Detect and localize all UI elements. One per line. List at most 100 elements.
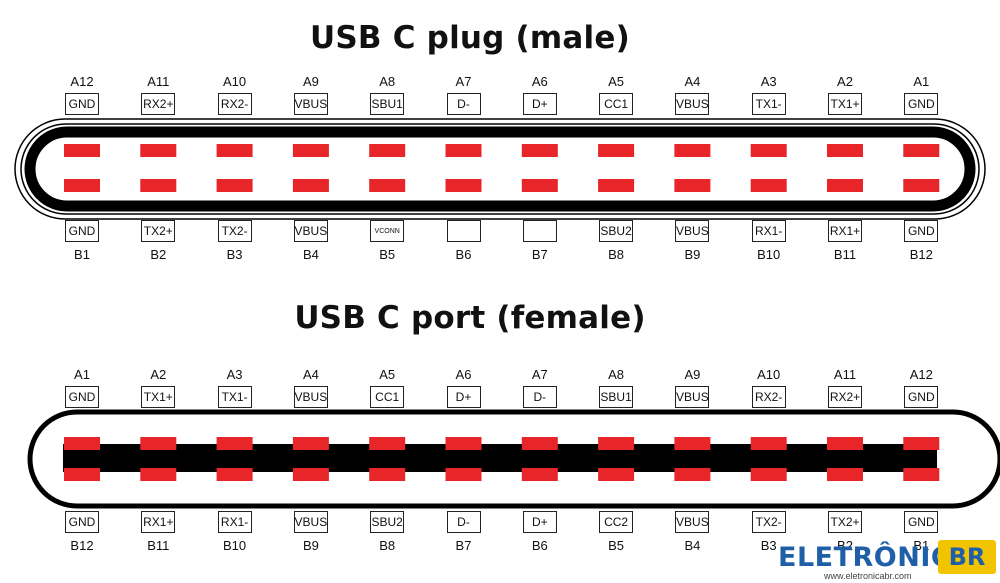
port-top-contact <box>292 437 329 450</box>
plug-bottom-pin-label: VBUS <box>293 220 328 242</box>
port-top-pin-label: TX1- <box>217 386 252 408</box>
port-bottom-pin-label: RX1+ <box>141 511 176 533</box>
plug-top-contact <box>369 144 406 157</box>
port-top-pin-label: D- <box>522 386 557 408</box>
plug-top-pin-label: D- <box>446 93 481 115</box>
port-bottom-pin-id: B8 <box>379 538 396 553</box>
plug-top-contact <box>445 144 482 157</box>
plug-top-pin-id: A2 <box>837 74 853 89</box>
port-bottom-contact <box>445 468 482 481</box>
port-bottom-pin-label: VBUS <box>293 511 328 533</box>
plug-top-pin-label: SBU1 <box>370 93 405 115</box>
port-top-contact <box>140 437 177 450</box>
port-title: USB C port (female) <box>294 300 646 336</box>
plug-top-pin-label: GND <box>65 93 99 115</box>
port-bottom-pin-id: B12 <box>70 538 94 553</box>
plug-top-pin-label: RX2+ <box>141 93 176 115</box>
plug-bottom-pin-id: B9 <box>684 247 701 262</box>
plug-top-contact <box>64 144 100 157</box>
plug-bottom-contact <box>674 179 711 192</box>
plug-top-contact <box>674 144 711 157</box>
plug-top-pin-id: A1 <box>913 74 930 89</box>
port-top-pin-id: A3 <box>226 367 243 382</box>
plug-top-contact <box>750 144 787 157</box>
plug-bottom-pin-label: GND <box>904 220 939 242</box>
port-bottom-contact <box>140 468 177 481</box>
port-bottom-pin-label: CC2 <box>599 511 634 533</box>
port-top-pin-id: A5 <box>379 367 396 382</box>
port-bottom-pin-id: B2 <box>837 538 853 553</box>
port-bottom-pin-id: B4 <box>684 538 701 553</box>
port-bottom-pin-label: GND <box>904 511 939 533</box>
logo-url: www.eletronicabr.com <box>824 571 912 581</box>
port-bottom-contact <box>521 468 558 481</box>
plug-bottom-pin-id: B11 <box>833 247 857 262</box>
port-top-pin-label: GND <box>904 386 939 408</box>
port-top-pin-id: A8 <box>608 367 625 382</box>
plug-bottom-contact <box>598 179 635 192</box>
port-bottom-contact <box>750 468 787 481</box>
plug-top-pin-label: CC1 <box>599 93 634 115</box>
port-bottom-contact <box>369 468 406 481</box>
plug-bottom-pin-label: VCONN <box>370 220 405 242</box>
plug-top-contact <box>292 144 329 157</box>
port-bottom-pin-label: D+ <box>522 511 557 533</box>
port-top-pin-id: A9 <box>684 367 701 382</box>
port-top-pin-id: A4 <box>302 367 319 382</box>
port-bottom-pin-label: D- <box>446 511 481 533</box>
port-bottom-pin-label: TX2+ <box>828 511 862 533</box>
port-top-pin-label: RX2+ <box>828 386 862 408</box>
port-bottom-contact <box>64 468 100 481</box>
plug-bottom-pin-label: SBU2 <box>599 220 634 242</box>
port-tongue <box>63 444 937 472</box>
port-top-pin-label: VBUS <box>675 386 710 408</box>
port-bottom-contact <box>903 468 940 481</box>
plug-top-pin-id: A7 <box>455 74 472 89</box>
port-top-contact <box>598 437 635 450</box>
port-top-pin-id: A11 <box>833 367 857 382</box>
port-bottom-pin-label: TX2- <box>751 511 786 533</box>
plug-top-pin-label: D+ <box>522 93 557 115</box>
port-bottom-pin-id: B5 <box>608 538 625 553</box>
port-bottom-contact <box>216 468 253 481</box>
plug-bottom-pin-label: RX1+ <box>828 220 862 242</box>
port-bottom-pin-label: SBU2 <box>370 511 405 533</box>
plug-top-contact <box>903 144 940 157</box>
port-top-pin-label: GND <box>65 386 99 408</box>
plug-title: USB C plug (male) <box>310 20 630 56</box>
plug-bottom-pin-label: TX2- <box>217 220 252 242</box>
port-top-pin-id: A7 <box>531 367 548 382</box>
port-bottom-pin-label: GND <box>65 511 99 533</box>
port-top-contact <box>445 437 482 450</box>
port-top-pin-label: RX2- <box>751 386 786 408</box>
plug-top-pin-id: A5 <box>608 74 625 89</box>
plug-top-pin-id: A10 <box>223 74 247 89</box>
port-top-contact <box>827 437 863 450</box>
plug-top-pin-label: VBUS <box>293 93 328 115</box>
plug-top-pin-id: A6 <box>531 74 548 89</box>
port-top-contact <box>903 437 940 450</box>
port-top-contact <box>750 437 787 450</box>
plug-bottom-contact <box>521 179 558 192</box>
port-top-pin-id: A2 <box>150 367 167 382</box>
plug-top-pin-label: TX1- <box>751 93 786 115</box>
port-bottom-contact <box>598 468 635 481</box>
plug-bottom-pin-id: B7 <box>531 247 548 262</box>
plug-bottom-contact <box>750 179 787 192</box>
plug-bottom-pin-label: RX1- <box>751 220 786 242</box>
plug-bottom-pin-id: B6 <box>455 247 472 262</box>
port-top-contact <box>369 437 406 450</box>
port-contacts <box>64 437 940 481</box>
plug-top-pin-label: VBUS <box>675 93 710 115</box>
plug-bottom-pin-label: GND <box>65 220 99 242</box>
plug-bottom-contact <box>64 179 100 192</box>
port-top-pin-id: A6 <box>455 367 472 382</box>
plug-top-pin-label: GND <box>904 93 939 115</box>
plug-bottom-pin-label: VBUS <box>675 220 710 242</box>
plug-bottom-contact <box>827 179 863 192</box>
plug-bottom-pin-id: B3 <box>226 247 243 262</box>
plug-top-pin-id: A4 <box>684 74 701 89</box>
eletronica-br-logo: ELETRÔNICA BR www.eletronicabr.com <box>778 540 1000 583</box>
plug-top-pin-label: TX1+ <box>828 93 862 115</box>
port-top-contact <box>216 437 253 450</box>
